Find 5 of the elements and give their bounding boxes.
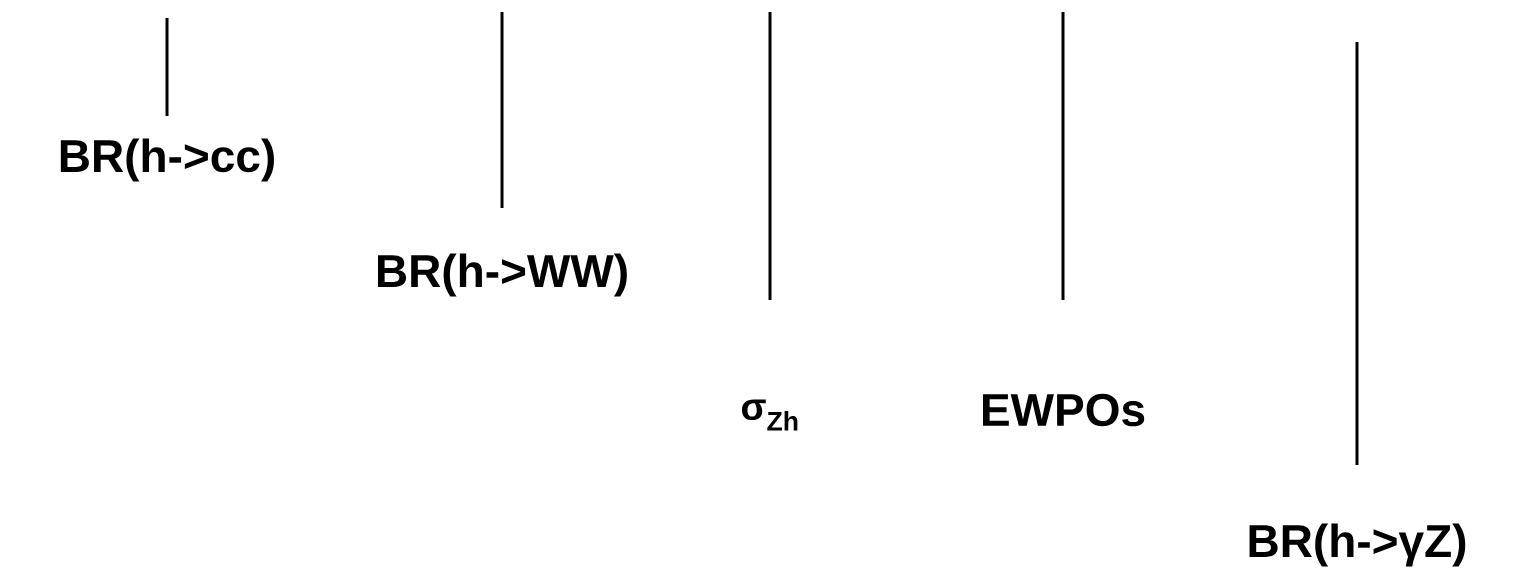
label: BR(h->γZ)	[1249, 523, 1466, 567]
label: EWPOs	[983, 393, 1145, 427]
label: BR(h->WW)	[378, 253, 627, 297]
label: BR(h->cc)	[60, 138, 274, 182]
label: σ$_{Zh}$	[742, 399, 798, 431]
